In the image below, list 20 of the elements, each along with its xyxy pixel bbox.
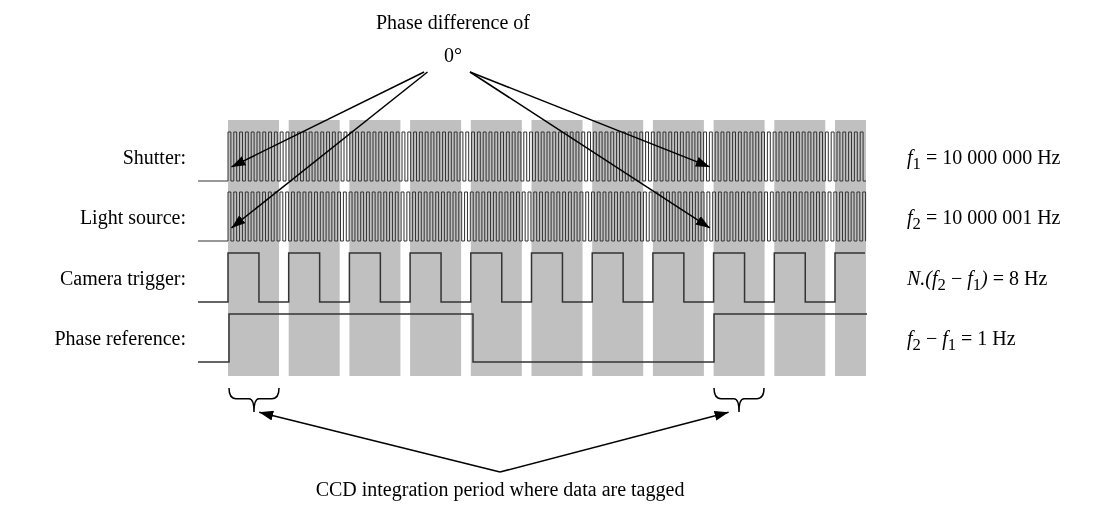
signal-name: Camera trigger: (59, 266, 186, 290)
leader-arrow (230, 71, 425, 168)
frequency-formula: f$_{2}$ − f$_{1}$ = 1 Hz (907, 326, 1016, 356)
leader-arrow (469, 71, 711, 229)
light-source-waveform (198, 191, 867, 243)
frequency-formula: N.(f$_{2}$ − f$_{1}$) = 8 Hz (907, 266, 1048, 296)
caption-text: CCD integration period where data are tagged (290, 472, 710, 506)
curly-brace (228, 387, 280, 413)
annotation-text: Phase difference of 0° (368, 6, 538, 72)
shutter-waveform (198, 131, 867, 183)
leader-arrow (230, 71, 429, 229)
signal-name: Shutter: (122, 145, 186, 169)
leader-arrow (258, 410, 501, 473)
signal-name: Phase reference: (54, 326, 186, 350)
curly-brace (713, 387, 765, 413)
leader-arrow (469, 71, 711, 168)
leader-arrow (499, 410, 730, 473)
frequency-formula: f$_{1}$ = 10 000 000 Hz (907, 145, 1061, 175)
signal-name: Light source: (79, 205, 186, 229)
frequency-formula: f$_{2}$ = 10 000 001 Hz (907, 205, 1061, 235)
